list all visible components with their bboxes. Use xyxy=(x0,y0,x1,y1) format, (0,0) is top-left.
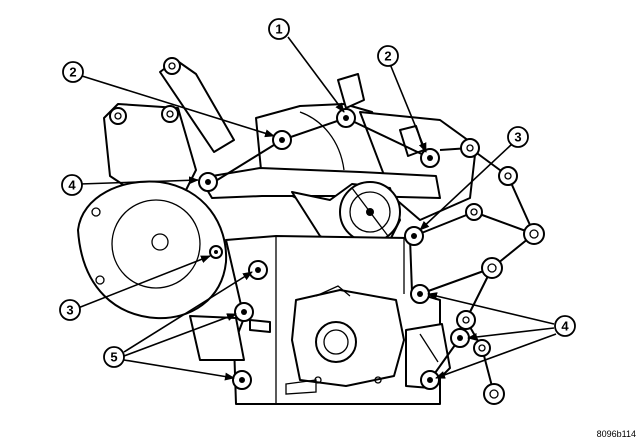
callout-2-right: 2 xyxy=(377,45,399,67)
callout-4-left: 4 xyxy=(61,174,83,196)
callout-label: 2 xyxy=(384,49,391,64)
callout-label: 5 xyxy=(110,350,117,365)
callout-1: 1 xyxy=(268,18,290,40)
callout-label: 4 xyxy=(561,319,569,334)
figure-code: 8096b114 xyxy=(597,429,636,439)
callout-label: 3 xyxy=(66,303,73,318)
callout-label: 4 xyxy=(68,178,76,193)
callout-3-right: 3 xyxy=(507,126,529,148)
callout-label: 3 xyxy=(514,130,521,145)
callout-4-right: 4 xyxy=(554,315,576,337)
callout-label: 1 xyxy=(275,22,282,37)
leader-lines xyxy=(77,36,557,381)
engine-illustration xyxy=(77,57,545,405)
callout-3-left: 3 xyxy=(59,299,81,321)
callout-5: 5 xyxy=(103,346,125,368)
callout-2-left: 2 xyxy=(62,61,84,83)
callout-label: 2 xyxy=(69,65,76,80)
